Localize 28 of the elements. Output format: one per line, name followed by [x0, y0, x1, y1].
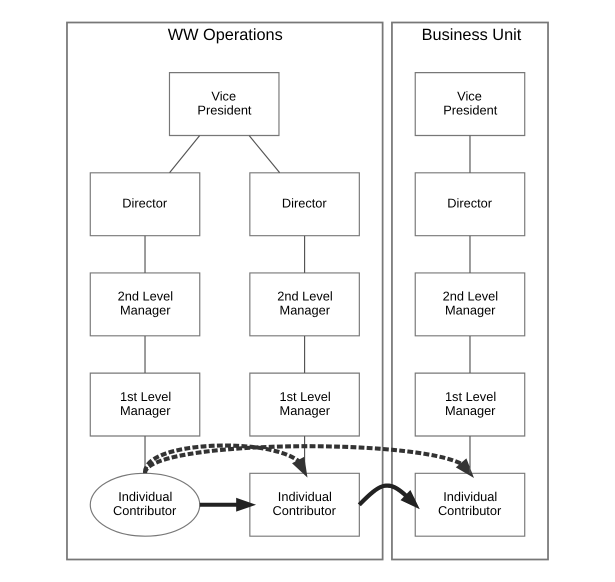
- arrow: [358, 484, 420, 510]
- node-box: 1st Level Manager: [90, 372, 200, 437]
- node-box: Director: [414, 172, 526, 236]
- arrow: [200, 498, 256, 512]
- arrow: [143, 444, 308, 478]
- connector: [144, 336, 146, 373]
- node-box: Vice President: [414, 72, 526, 136]
- arrow: [143, 444, 474, 478]
- connector: [469, 136, 471, 173]
- node-box: Individual Contributor: [249, 472, 360, 537]
- connector: [144, 236, 146, 273]
- node-box: 2nd Level Manager: [249, 272, 360, 336]
- node-box: 2nd Level Manager: [90, 272, 200, 336]
- node-box: Individual Contributor: [414, 472, 526, 537]
- connector: [248, 135, 280, 174]
- connector: [169, 135, 200, 174]
- connector: [469, 236, 471, 273]
- connector: [304, 336, 306, 373]
- connector: [469, 336, 471, 373]
- node-box: 1st Level Manager: [414, 372, 526, 437]
- node-box: Director: [90, 172, 200, 236]
- node-box: 2nd Level Manager: [414, 272, 526, 336]
- node-box: 1st Level Manager: [249, 372, 360, 437]
- node-ellipse: Individual Contributor: [90, 472, 200, 537]
- connector: [469, 436, 471, 474]
- node-box: Vice President: [168, 72, 280, 136]
- node-box: Director: [249, 172, 360, 236]
- connector: [304, 236, 306, 273]
